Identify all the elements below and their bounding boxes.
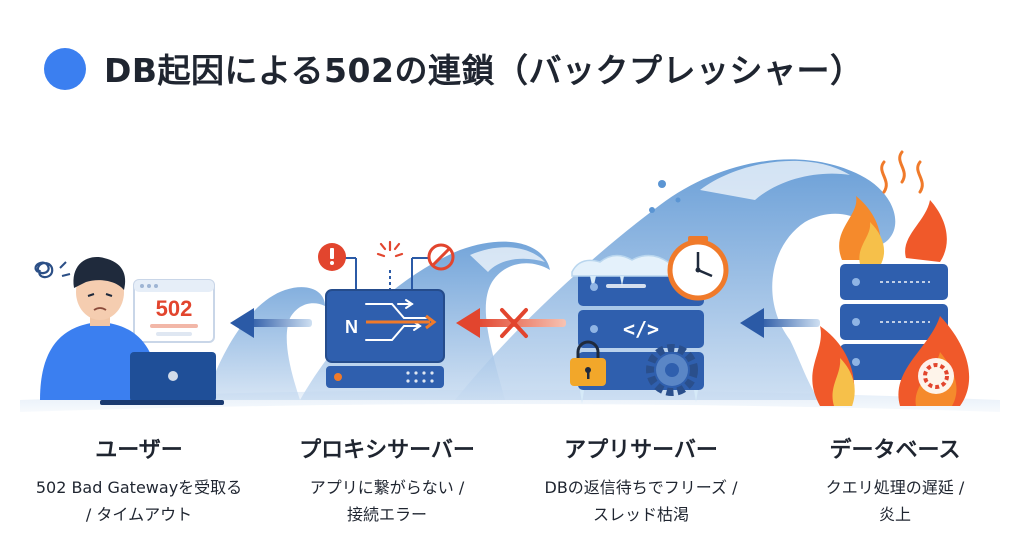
warning-icon: [318, 243, 346, 271]
cross-icon: [500, 308, 528, 338]
description-line: スレッド枯渇: [592, 505, 689, 524]
node-label-app: アプリサーバー DBの返信待ちでフリーズ / スレッド枯渇: [516, 432, 766, 528]
proxy-badge: N: [345, 317, 358, 337]
clock-icon: [667, 236, 729, 301]
node-label-proxy: プロキシサーバー アプリに繋がらない / 接続エラー: [262, 432, 512, 528]
description-line: 炎上: [878, 505, 911, 524]
node-description: DBの返信待ちでフリーズ / スレッド枯渇: [516, 474, 766, 528]
app-server-illustration: </>: [570, 236, 729, 404]
error-code-text: 502: [156, 296, 193, 321]
description-line: 502 Bad Gatewayを受取る: [35, 478, 243, 497]
steam-icon: [880, 150, 924, 194]
node-label-user: ユーザー 502 Bad Gatewayを受取る / タイムアウト: [14, 432, 264, 528]
gear-icon: [646, 344, 698, 396]
loading-spinner-icon: [918, 358, 954, 394]
prohibited-icon: [427, 243, 455, 271]
node-name: ユーザー: [95, 438, 183, 463]
database-illustration: [812, 150, 970, 406]
node-description: アプリに繋がらない / 接続エラー: [262, 474, 512, 528]
description-line: 接続エラー: [346, 505, 427, 524]
description-line: アプリに繋がらない /: [309, 478, 465, 497]
node-name: プロキシサーバー: [299, 438, 475, 463]
node-description: 502 Bad Gatewayを受取る / タイムアウト: [14, 474, 264, 528]
node-name: アプリサーバー: [564, 438, 718, 463]
description-line: クエリ処理の遅延 /: [825, 478, 965, 497]
proxy-illustration: N: [318, 240, 455, 388]
node-label-database: データベース クエリ処理の遅延 / 炎上: [770, 432, 1020, 528]
user-illustration: 502: [34, 257, 224, 405]
confused-scribble-icon: [34, 261, 71, 279]
node-name: データベース: [829, 438, 961, 463]
page-title: DB起因による502の連鎖（バックプレッシャー）: [104, 51, 864, 90]
small-wave: [205, 287, 325, 400]
arrow-proxy-to-user: [230, 308, 312, 338]
arrow-app-to-proxy: [456, 308, 566, 338]
proxy-routing-arrows: [365, 299, 427, 341]
description-line: / タイムアウト: [85, 505, 193, 524]
fire-icon: [839, 196, 947, 266]
description-line: DBの返信待ちでフリーズ /: [544, 478, 738, 497]
laptop-icon: [100, 352, 224, 405]
code-badge: </>: [623, 317, 659, 341]
error-browser-window: 502: [133, 279, 215, 343]
spark-icon: [376, 240, 404, 258]
node-description: クエリ処理の遅延 / 炎上: [770, 474, 1020, 528]
lock-icon: [570, 340, 606, 386]
arrow-db-to-app: [740, 308, 820, 338]
title-bullet: [44, 48, 86, 90]
